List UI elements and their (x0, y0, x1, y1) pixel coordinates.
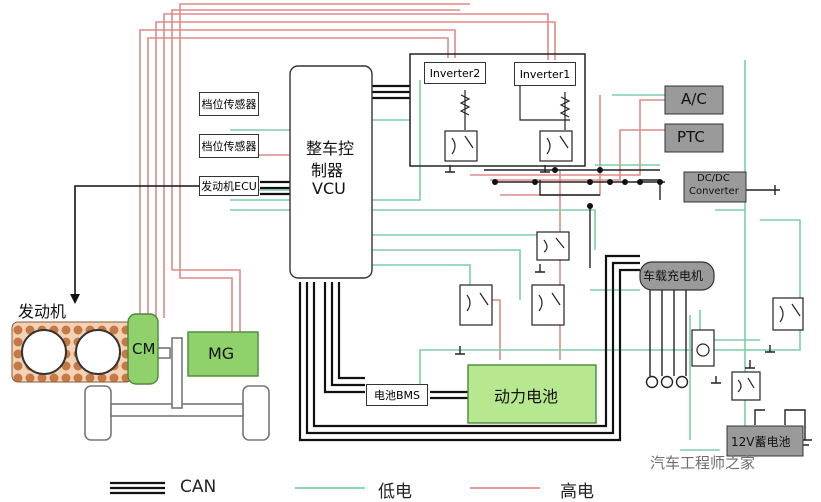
legend-symbols (110, 481, 540, 495)
gear-sensor-1: 档位传感器 (199, 92, 259, 116)
onboard-charger-box (639, 261, 715, 291)
ac-box (664, 85, 724, 115)
inverter-internals (459, 86, 571, 130)
charger-ports (645, 290, 689, 389)
relay-contacts (451, 135, 801, 393)
cm-label: CM (132, 340, 156, 358)
vcu-box (289, 65, 373, 279)
can-bus (260, 84, 640, 442)
power-battery-label: 动力电池 (494, 387, 559, 406)
ecu-to-engine-arrow (70, 185, 200, 304)
inverter2-label: Inverter2 (424, 62, 486, 84)
dcdc-label-line2: Converter (689, 186, 739, 197)
bms-box: 电池BMS (366, 384, 428, 406)
inverter-enclosure (409, 53, 586, 167)
ptc-box (664, 123, 724, 153)
dcdc-box (683, 171, 747, 203)
dcdc-label-line1: DC/DC (697, 173, 730, 184)
cm-motor (127, 313, 159, 385)
legend-low-voltage: 低电 (378, 482, 412, 502)
legend-can: CAN (180, 477, 217, 497)
wire-junctions (492, 167, 663, 209)
legend-high-voltage: 高电 (560, 482, 594, 502)
engine-block (11, 321, 133, 383)
relay-symbols (444, 130, 804, 401)
watermark: 汽车工程师之家 (650, 454, 756, 472)
ptc-label: PTC (677, 128, 705, 146)
engine-ecu: 发动机ECU (199, 176, 259, 196)
vcu-label-line3: VCU (312, 179, 346, 198)
vcu-label-line2: 制器 (311, 161, 344, 180)
gear-sensor-2: 档位传感器 (199, 134, 259, 158)
onboard-charger-label: 车载充电机 (643, 269, 704, 283)
ground-symbols (445, 165, 775, 384)
power-battery-box (467, 364, 597, 424)
ac-label: A/C (681, 90, 707, 108)
engine-label: 发动机 (18, 302, 67, 321)
battery-12v-box (726, 425, 804, 457)
inverter1-label: Inverter1 (514, 62, 576, 86)
mg-motor (187, 331, 259, 377)
mg-label: MG (208, 344, 235, 363)
battery-12v-label: 12V蓄电池 (731, 435, 791, 449)
vcu-label-line1: 整车控 (306, 139, 355, 158)
drivetrain (84, 337, 270, 441)
